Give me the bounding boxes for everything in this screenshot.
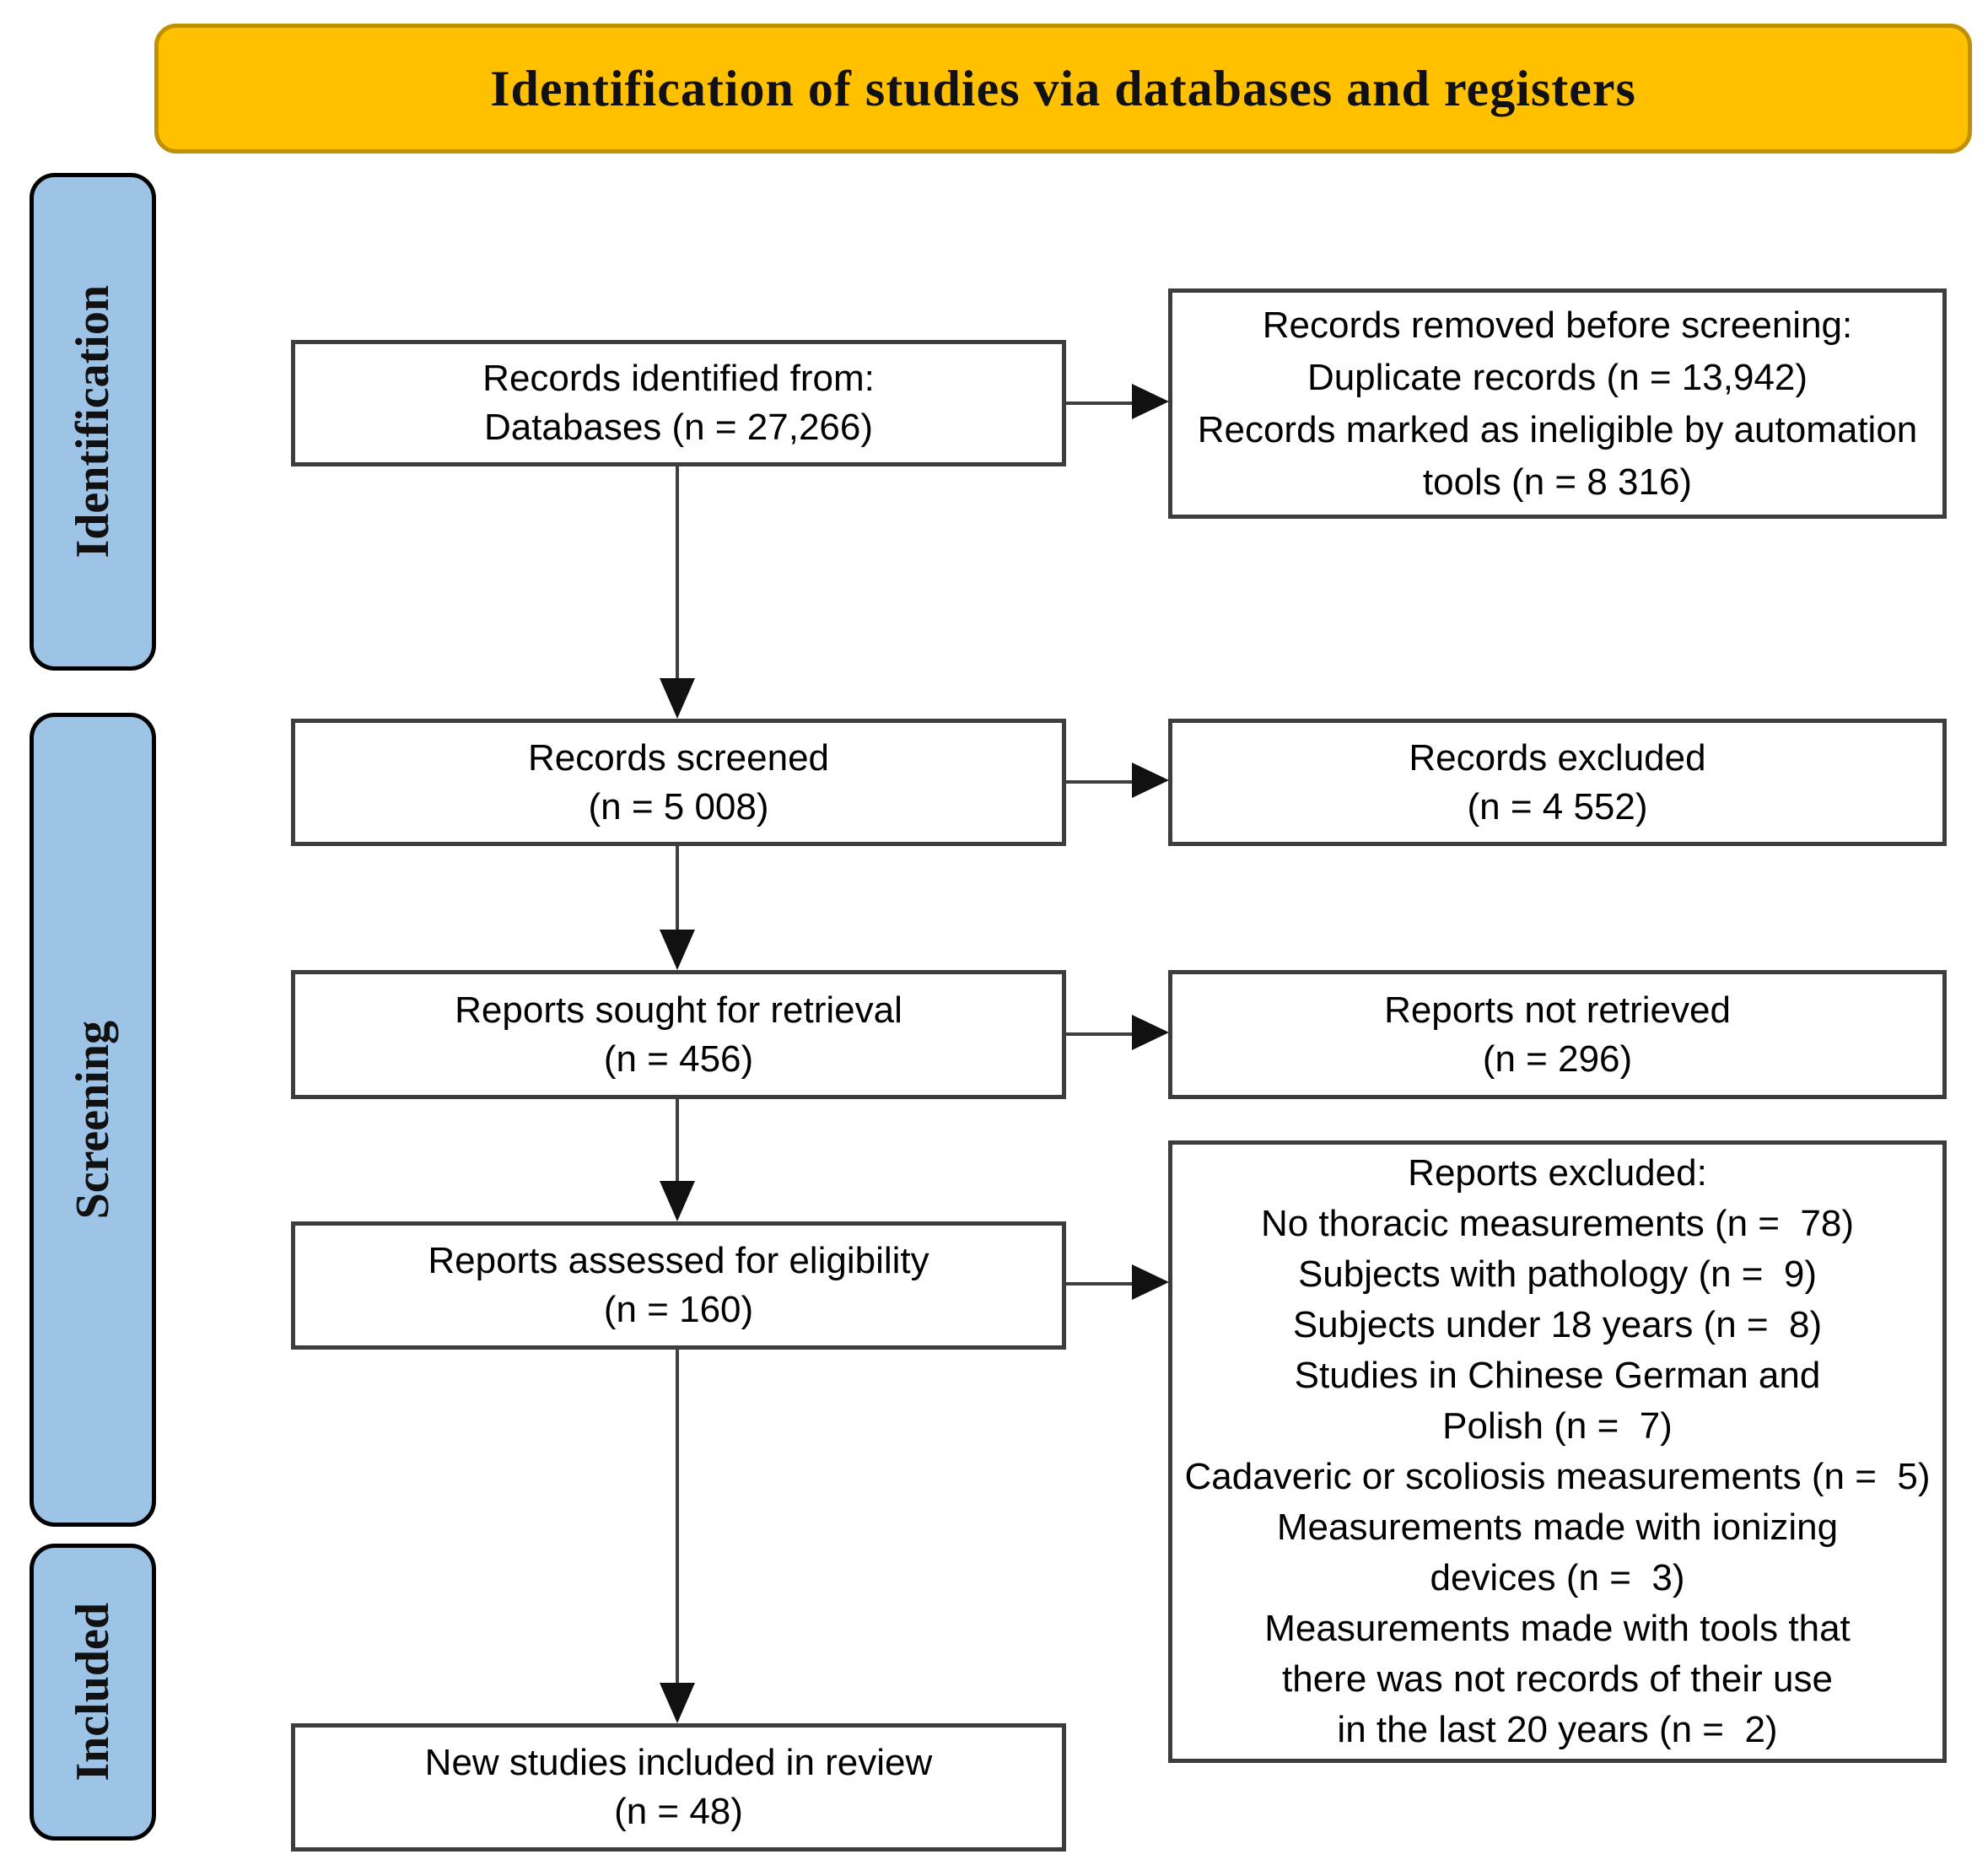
- arrowhead-down-icon: [660, 1683, 695, 1723]
- box-reports-assessed-line: (n = 160): [603, 1289, 754, 1330]
- box-reports-excluded-line: Subjects with pathology (n = 9): [1297, 1253, 1818, 1295]
- box-reports-sought: Reports sought for retrieval (n = 456): [291, 970, 1066, 1099]
- box-records-screened-line: (n = 5 008): [588, 785, 769, 827]
- connector-identified-to-removed: [1066, 402, 1134, 405]
- box-reports-excluded-line: in the last 20 years (n = 2): [1337, 1709, 1778, 1750]
- box-records-removed-line: tools (n = 8 316): [1422, 461, 1693, 503]
- stage-label-identification-text: Identification: [67, 285, 119, 558]
- box-reports-excluded: Reports excluded: No thoracic measuremen…: [1168, 1140, 1947, 1763]
- box-records-excluded-line: (n = 4 552): [1467, 785, 1648, 827]
- diagram-title: Identification of studies via databases …: [490, 60, 1636, 116]
- box-reports-sought-line: Reports sought for retrieval: [455, 989, 902, 1031]
- box-reports-excluded-line: Measurements made with ionizing: [1276, 1507, 1839, 1548]
- box-records-excluded: Records excluded (n = 4 552): [1168, 719, 1947, 846]
- box-records-removed-line: Records removed before screening:: [1262, 304, 1853, 346]
- box-reports-excluded-line: Cadaveric or scoliosis measurements (n =…: [1184, 1456, 1931, 1497]
- arrowhead-down-icon: [660, 1181, 695, 1221]
- box-records-identified-line: Databases (n = 27,266): [483, 407, 874, 448]
- box-records-identified: Records identified from: Databases (n = …: [291, 340, 1066, 466]
- box-records-screened: Records screened (n = 5 008): [291, 719, 1066, 846]
- connector-assessed-to-reports-excluded: [1066, 1282, 1134, 1286]
- box-reports-excluded-line: Measurements made with tools that: [1264, 1608, 1851, 1649]
- stage-label-screening-text: Screening: [67, 1020, 119, 1220]
- box-new-studies-included-line: (n = 48): [614, 1791, 743, 1832]
- box-records-identified-line: Records identified from:: [482, 358, 875, 399]
- box-records-screened-line: Records screened: [527, 736, 830, 779]
- box-records-removed: Records removed before screening: Duplic…: [1168, 288, 1947, 519]
- arrowhead-down-icon: [660, 678, 695, 719]
- box-reports-excluded-line: No thoracic measurements (n = 78): [1260, 1203, 1855, 1244]
- box-reports-assessed-line: Reports assessed for eligibility: [428, 1240, 929, 1281]
- arrowhead-right-icon: [1132, 763, 1169, 798]
- box-reports-excluded-line: Subjects under 18 years (n = 8): [1292, 1304, 1823, 1345]
- connector-screened-to-excluded: [1066, 780, 1134, 784]
- box-reports-not-retrieved-line: Reports not retrieved: [1384, 989, 1731, 1031]
- box-reports-not-retrieved-line: (n = 296): [1482, 1038, 1633, 1080]
- box-reports-excluded-line: Reports excluded:: [1408, 1152, 1707, 1194]
- box-reports-excluded-line: devices (n = 3): [1430, 1557, 1685, 1598]
- diagram-title-banner: Identification of studies via databases …: [154, 24, 1972, 154]
- box-new-studies-included-line: New studies included in review: [424, 1742, 933, 1783]
- connector-screened-to-sought: [676, 846, 679, 930]
- arrowhead-down-icon: [660, 930, 695, 970]
- stage-label-included-text: Included: [67, 1603, 119, 1781]
- box-records-removed-line: Duplicate records (n = 13,942): [1306, 356, 1808, 398]
- box-reports-excluded-line: Polish (n = 7): [1442, 1405, 1673, 1447]
- arrowhead-right-icon: [1132, 1264, 1169, 1300]
- box-reports-assessed: Reports assessed for eligibility (n = 16…: [291, 1221, 1066, 1350]
- box-reports-excluded-line: Studies in Chinese German and: [1294, 1355, 1821, 1396]
- stage-label-identification: Identification: [30, 173, 156, 671]
- connector-identified-to-screened: [676, 466, 679, 679]
- box-reports-sought-line: (n = 456): [603, 1038, 754, 1080]
- box-new-studies-included: New studies included in review (n = 48): [291, 1723, 1066, 1852]
- connector-assessed-to-included: [676, 1350, 679, 1684]
- box-reports-excluded-line: there was not records of their use: [1282, 1658, 1833, 1700]
- arrowhead-right-icon: [1132, 1015, 1169, 1050]
- arrowhead-right-icon: [1132, 384, 1169, 419]
- connector-sought-to-assessed: [676, 1099, 679, 1182]
- box-records-excluded-line: Records excluded: [1409, 736, 1706, 779]
- stage-label-screening: Screening: [30, 713, 156, 1527]
- box-reports-not-retrieved: Reports not retrieved (n = 296): [1168, 970, 1947, 1099]
- stage-label-included: Included: [30, 1544, 156, 1841]
- connector-sought-to-not-retrieved: [1066, 1032, 1134, 1036]
- box-records-removed-line: Records marked as ineligible by automati…: [1197, 408, 1918, 450]
